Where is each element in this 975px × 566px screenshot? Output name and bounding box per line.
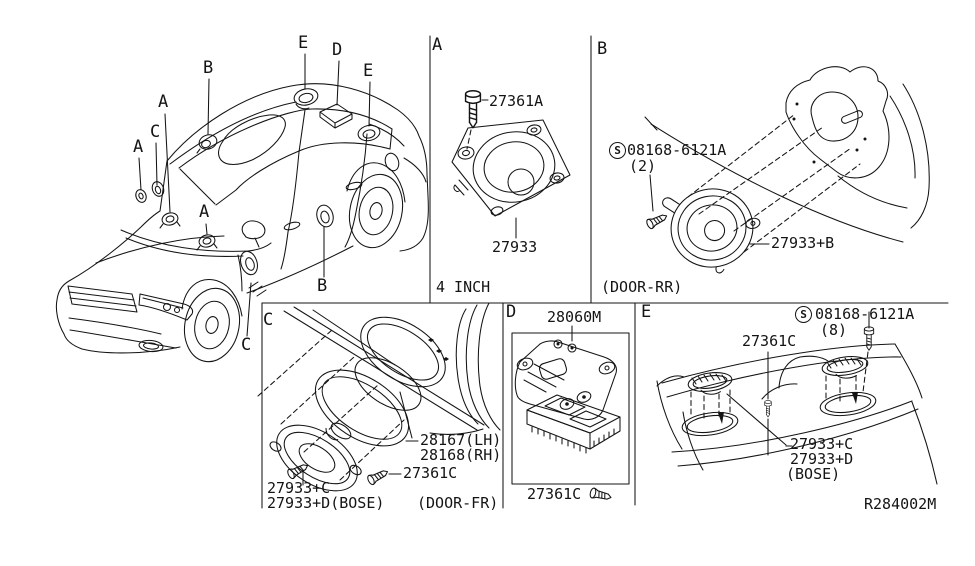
- section-c-caption: (DOOR-FR): [417, 494, 499, 512]
- hardware-qty-rr: (2): [629, 157, 657, 175]
- car-callout-a-dash-right: A: [199, 202, 210, 222]
- part-label-27933c-door: 27933+C: [267, 479, 331, 497]
- section-c-art: [257, 302, 501, 492]
- rear-shelf-speaker-right-drawing: [821, 356, 869, 379]
- screw-icon: [644, 210, 670, 231]
- rear-door-speaker-drawing: [662, 188, 761, 274]
- car-body: [55, 83, 429, 363]
- section-a-art: [451, 90, 571, 239]
- part-label-28167lh: 28167(LH): [420, 431, 502, 449]
- screw-icon: [764, 400, 772, 418]
- car-callout-b-door: B: [317, 276, 328, 296]
- hardware-qty-shelf: (8): [820, 321, 848, 339]
- part-label-27361a: 27361A: [489, 92, 544, 110]
- car-callout-d-amp: D: [332, 40, 343, 60]
- car-illustration: [55, 53, 429, 363]
- circled-s-symbol: S: [795, 306, 812, 323]
- screw-icon: [588, 486, 613, 503]
- bolt-icon: [464, 90, 482, 129]
- drawing-number: R284002M: [864, 495, 937, 513]
- part-label-27933c-shelf: 27933+C: [790, 435, 854, 453]
- amplifier-box-border: [511, 332, 630, 485]
- section-b-caption: (DOOR-RR): [601, 278, 683, 296]
- section-d-art: [511, 325, 630, 503]
- section-e-label: E: [641, 302, 652, 322]
- section-c-label: C: [263, 310, 274, 330]
- car-speaker-markers: [135, 88, 381, 276]
- bose-note: (BOSE): [786, 465, 841, 483]
- section-b-label: B: [597, 39, 608, 59]
- car-callout-a-tweeter-left: A: [133, 137, 144, 157]
- rear-shelf-speaker-left-drawing: [687, 372, 733, 395]
- car-callout-c-door: C: [241, 335, 252, 355]
- car-callout-b-roof: B: [203, 58, 214, 78]
- part-label-27361c-shelf: 27361C: [742, 332, 797, 350]
- car-callout-c-dash: C: [150, 122, 161, 142]
- car-callout-e-deck-left: E: [298, 33, 309, 53]
- part-label-27933: 27933: [492, 238, 538, 256]
- part-label-08168-6121a-rr: 08168-6121A: [627, 141, 727, 159]
- circled-s-symbol: S: [609, 142, 626, 159]
- part-label-27933d-bose-door: 27933+D(BOSE): [267, 494, 385, 512]
- section-d-label: D: [506, 302, 517, 322]
- part-label-08168-6121a-shelf: 08168-6121A: [815, 305, 915, 323]
- part-label-27361c-amp: 27361C: [527, 485, 582, 503]
- part-label-27933d-shelf: 27933+D: [790, 450, 854, 468]
- part-label-28168rh: 28168(RH): [420, 446, 502, 464]
- section-e-art: [656, 311, 938, 485]
- car-callout-a-dash-center: A: [158, 92, 169, 112]
- car-callout-e-deck-right: E: [363, 61, 374, 81]
- part-label-27933b: 27933+B: [771, 234, 835, 252]
- section-a-label: A: [432, 35, 443, 55]
- car-callout-leader-lines: [138, 53, 371, 337]
- section-divider-lines: [261, 35, 949, 509]
- part-label-28060m: 28060M: [547, 308, 602, 326]
- screw-icon: [365, 466, 391, 487]
- section-b-art: [644, 66, 930, 274]
- part-label-27361c-door: 27361C: [403, 464, 458, 482]
- screw-icon: [863, 326, 875, 351]
- section-a-caption: 4 INCH: [436, 278, 491, 296]
